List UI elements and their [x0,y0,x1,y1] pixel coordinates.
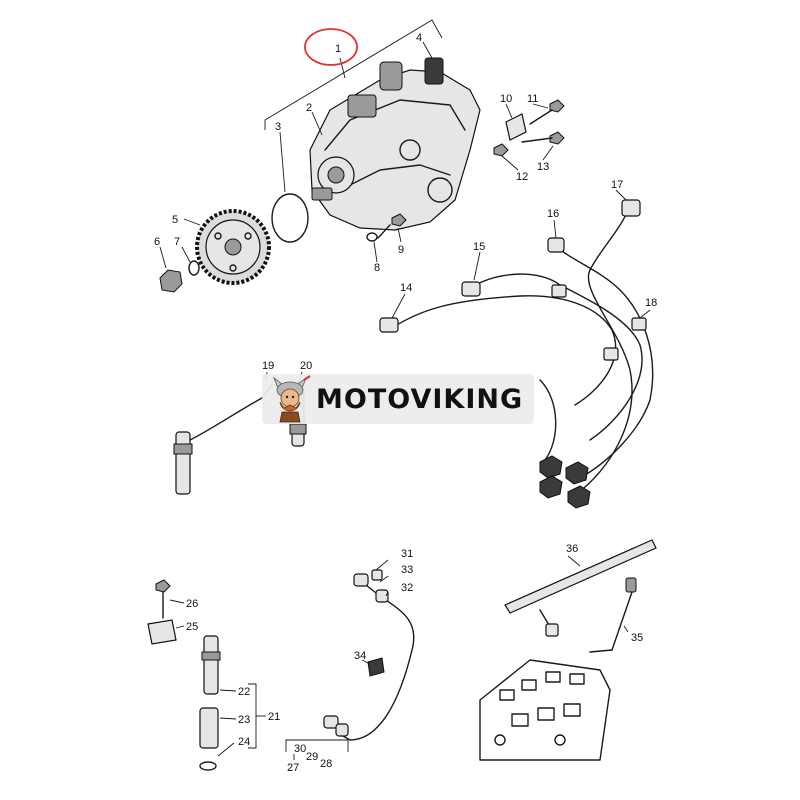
callout-18: 18 [645,297,657,309]
viking-mascot-icon [273,375,311,423]
callout-6: 6 [154,236,160,248]
injector-body [201,635,237,695]
highlight-circle [304,28,358,66]
drive-gear [183,209,271,285]
callout-1: 1 [335,43,341,55]
callout-29: 29 [306,751,318,763]
callout-4: 4 [416,32,422,44]
glow-plug-harness [504,539,657,637]
callout-8: 8 [374,262,380,274]
o-ring [271,131,309,243]
injector-sleeve [199,707,237,749]
callout-20: 20 [300,360,312,372]
injector-seal [199,742,235,771]
callout-24: 24 [238,736,250,748]
callout-36: 36 [566,543,578,555]
callout-14: 14 [400,282,412,294]
callout-19: 19 [262,360,274,372]
bracket [505,103,527,141]
callout-23: 23 [238,714,250,726]
pump-bolt [377,213,407,243]
callout-22: 22 [238,686,250,698]
callout-33: 33 [401,564,413,576]
callout-13: 13 [537,161,549,173]
callout-16: 16 [547,208,559,220]
pump-washer [366,232,378,263]
glow-plug [611,577,637,651]
injector-left [173,371,273,495]
callout-12: 12 [516,171,528,183]
callout-34: 34 [354,650,366,662]
injection-pump-assembly [264,19,481,231]
callout-30: 30 [294,743,306,755]
callout-9: 9 [398,244,404,256]
bracket-bolt-upper [529,99,565,125]
cylinder-head [479,649,613,761]
callout-25: 25 [186,621,198,633]
gear-nut [159,246,183,293]
callout-26: 26 [186,598,198,610]
callout-11: 11 [527,93,538,105]
callout-3: 3 [275,121,281,133]
callout-7: 7 [174,236,180,248]
callout-27: 27 [287,762,299,774]
bracket-bolt-lower [521,131,565,161]
callout-17: 17 [611,179,623,191]
fuel-injection-lines [379,189,654,509]
watermark-banner: MOTOVIKING [262,374,534,424]
injector-clamp [147,619,185,645]
bracket-nut [493,143,519,171]
callout-35: 35 [631,632,643,644]
callout-2: 2 [306,102,312,114]
callout-32: 32 [401,582,413,594]
injector-bolt [155,579,185,619]
callout-28: 28 [320,758,332,770]
callout-15: 15 [473,241,485,253]
callout-21: 21 [268,711,280,723]
return-line [285,559,415,760]
gear-washer [181,246,200,276]
callout-5: 5 [172,214,178,226]
callout-31: 31 [401,548,413,560]
callout-10: 10 [500,93,512,105]
watermark-text: MOTOVIKING [316,383,524,415]
